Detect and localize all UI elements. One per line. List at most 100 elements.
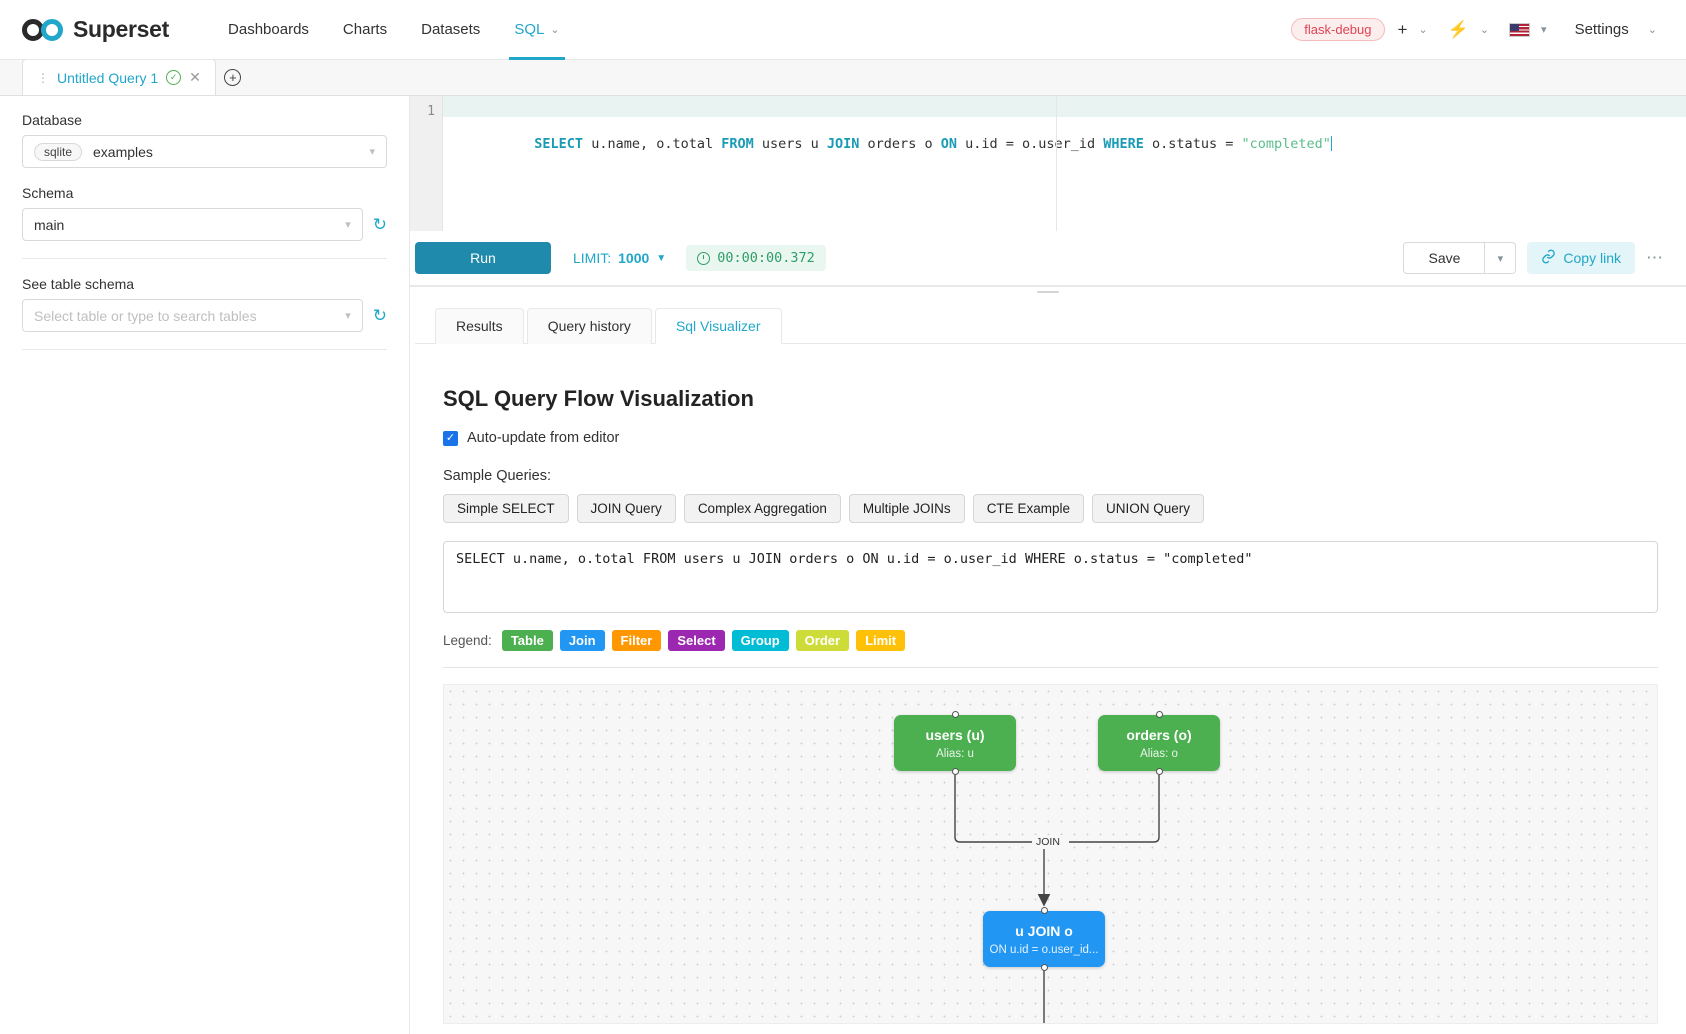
sql-keyword: SELECT xyxy=(534,136,584,152)
sample-query-multiple-joins[interactable]: Multiple JOINs xyxy=(848,494,965,523)
sample-query-union-query[interactable]: UNION Query xyxy=(1091,494,1204,523)
chevron-down-icon: ▾ xyxy=(345,219,351,231)
tab-label: Query history xyxy=(547,318,631,334)
close-icon[interactable]: ✕ xyxy=(189,69,201,85)
flask-debug-badge: flask-debug xyxy=(1291,18,1385,41)
schema-field: Schema main ▾ ↻ xyxy=(22,185,387,241)
flow-node-orders[interactable]: orders (o) Alias: o xyxy=(1098,711,1220,775)
tab-sql-visualizer[interactable]: Sql Visualizer xyxy=(654,308,782,344)
nav-item-charts[interactable]: Charts xyxy=(326,0,404,60)
save-button[interactable]: Save xyxy=(1403,242,1486,274)
node-title: u JOIN o xyxy=(1015,922,1073,939)
node-subtitle: Alias: u xyxy=(936,747,974,760)
link-icon xyxy=(1541,249,1556,267)
node-title: users (u) xyxy=(925,726,985,743)
sql-text: u.id = o.user_id xyxy=(956,136,1104,152)
table-placeholder: Select table or type to search tables xyxy=(34,307,257,324)
more-options-icon[interactable]: ⋯ xyxy=(1646,248,1664,267)
bolt-icon: ⚡ xyxy=(1447,19,1469,39)
save-dropdown-button[interactable]: ▾ xyxy=(1485,242,1517,274)
sql-ace-editor[interactable]: 1 SELECT u.name, o.total FROM users u JO… xyxy=(410,96,1686,231)
superset-logo[interactable]: Superset xyxy=(22,16,169,43)
left-panel: Database sqlite examples ▾ Schema main ▾… xyxy=(0,96,410,1034)
sample-query-simple-select[interactable]: Simple SELECT xyxy=(443,494,569,523)
sidebar-divider-2 xyxy=(22,349,387,350)
flow-node-users[interactable]: users (u) Alias: u xyxy=(894,711,1016,775)
tab-label: Sql Visualizer xyxy=(675,318,761,334)
database-label: Database xyxy=(22,112,82,128)
new-item-button[interactable]: + ⌄ xyxy=(1391,16,1435,44)
tab-query-history[interactable]: Query history xyxy=(526,308,652,344)
editor-gutter: 1 xyxy=(410,96,443,231)
sample-query-complex-aggregation[interactable]: Complex Aggregation xyxy=(683,494,841,523)
editor-code[interactable]: SELECT u.name, o.total FROM users u JOIN… xyxy=(443,96,1686,231)
nav-right-actions: flask-debug + ⌄ ⚡ ⌄ ▾ Settings ⌄ xyxy=(1291,13,1664,46)
flow-edges xyxy=(954,775,1160,1023)
limit-dropdown[interactable]: LIMIT: 1000 ▼ xyxy=(573,250,666,266)
table-select[interactable]: Select table or type to search tables ▾ xyxy=(22,299,363,332)
nav-item-datasets[interactable]: Datasets xyxy=(404,0,497,60)
tab-label: Results xyxy=(456,318,503,334)
result-tabs: Results Query history Sql Visualizer xyxy=(415,297,1686,344)
language-selector[interactable]: ▾ xyxy=(1502,19,1554,41)
check-circle-icon: ✓ xyxy=(166,70,182,85)
nav-label: Datasets xyxy=(421,21,481,38)
chevron-down-icon: ⌄ xyxy=(1647,24,1657,36)
sample-query-join-query[interactable]: JOIN Query xyxy=(576,494,676,523)
sql-string: "completed" xyxy=(1241,136,1331,152)
top-navigation-bar: Superset Dashboards Charts Datasets SQL … xyxy=(0,0,1686,60)
nav-label: Charts xyxy=(342,21,388,38)
bolt-menu-button[interactable]: ⚡ ⌄ xyxy=(1441,16,1496,44)
schema-select[interactable]: main ▾ xyxy=(22,208,363,241)
plus-circle-icon: + xyxy=(224,68,242,86)
database-select[interactable]: sqlite examples ▾ xyxy=(22,135,387,168)
database-engine-pill: sqlite xyxy=(34,142,83,161)
nav-item-sql[interactable]: SQL ⌄ xyxy=(497,0,576,60)
chevron-down-icon: ⌄ xyxy=(1418,24,1428,36)
main-content: Database sqlite examples ▾ Schema main ▾… xyxy=(0,96,1686,1034)
sql-text: users u xyxy=(753,136,827,152)
auto-update-checkbox[interactable]: ✓ xyxy=(443,430,458,446)
sql-visualizer-panel: SQL Query Flow Visualization ✓ Auto-upda… xyxy=(415,344,1686,1034)
sql-input-textarea[interactable] xyxy=(443,541,1658,613)
nav-label: SQL xyxy=(514,21,545,38)
schema-label: Schema xyxy=(22,185,74,201)
sql-text: u.name, o.total xyxy=(583,136,722,152)
chevron-down-icon: ▾ xyxy=(1497,252,1504,265)
settings-label: Settings xyxy=(1574,21,1629,38)
lower-panel: Results Query history Sql Visualizer SQL… xyxy=(410,297,1686,1034)
pane-resize-handle[interactable] xyxy=(410,287,1686,297)
nav-label: Dashboards xyxy=(228,21,309,38)
run-button[interactable]: Run xyxy=(415,242,551,274)
query-timer: 00:00:00.372 xyxy=(686,245,826,271)
copy-link-label: Copy link xyxy=(1563,250,1621,266)
flow-canvas[interactable]: JOIN users (u) Alias: u orders (o) Alias… xyxy=(443,684,1658,1024)
node-port-bottom xyxy=(1040,964,1048,971)
sidebar-divider xyxy=(22,258,387,259)
copy-link-button[interactable]: Copy link xyxy=(1527,242,1635,274)
sample-queries-row: Simple SELECT JOIN Query Complex Aggrega… xyxy=(443,494,1658,523)
legend-item-limit: Limit xyxy=(856,630,906,651)
sample-query-cte-example[interactable]: CTE Example xyxy=(972,494,1084,523)
tab-results[interactable]: Results xyxy=(435,308,524,344)
flow-node-join[interactable]: u JOIN o ON u.id = o.user_id... xyxy=(983,907,1105,971)
sql-keyword: ON xyxy=(940,136,957,152)
refresh-tables-icon[interactable]: ↻ xyxy=(372,306,387,325)
print-margin-line xyxy=(1056,96,1057,231)
page-title: SQL Query Flow Visualization xyxy=(443,386,754,411)
legend-item-filter: Filter xyxy=(611,630,662,651)
refresh-schema-icon[interactable]: ↻ xyxy=(372,215,387,234)
settings-menu[interactable]: Settings ⌄ xyxy=(1560,13,1664,46)
legend-item-select: Select xyxy=(668,630,725,651)
nav-item-dashboards[interactable]: Dashboards xyxy=(211,0,326,60)
auto-update-label: Auto-update from editor xyxy=(467,430,620,446)
chevron-down-icon: ⌄ xyxy=(1479,24,1490,36)
query-tab-untitled-query-1[interactable]: ⋮ Untitled Query 1 ✓ ✕ xyxy=(22,59,216,95)
node-port-bottom xyxy=(1155,768,1163,775)
add-query-tab-button[interactable]: + xyxy=(216,59,250,95)
query-tab-label: Untitled Query 1 xyxy=(57,69,159,86)
schema-value: main xyxy=(34,216,65,233)
drag-handle-icon[interactable]: ⋮ xyxy=(37,70,49,85)
line-number: 1 xyxy=(427,104,435,119)
node-title: orders (o) xyxy=(1126,726,1192,743)
